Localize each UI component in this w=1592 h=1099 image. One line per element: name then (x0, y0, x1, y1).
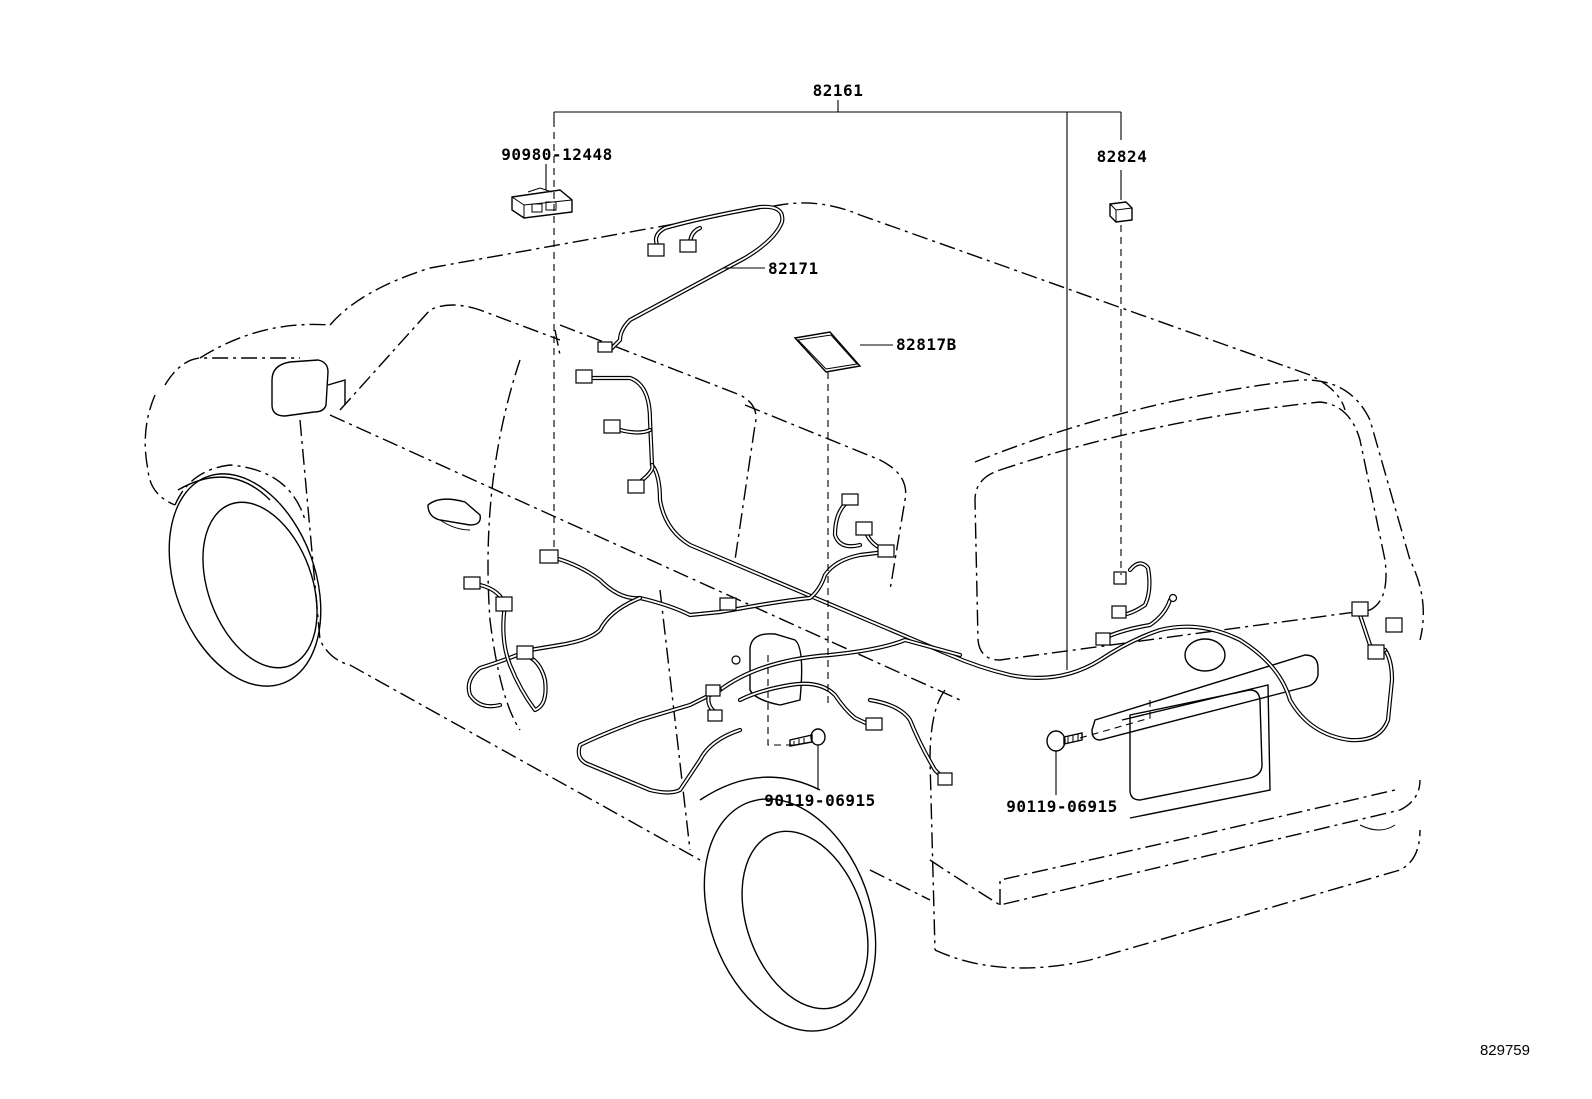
front-wheel (168, 473, 322, 687)
callout-82817B: 82817B (896, 335, 957, 354)
harness-connectors (463, 239, 1403, 786)
rear-wheel (699, 776, 877, 1032)
rear-plate-area (1091, 638, 1396, 831)
callout-90980-12448: 90980-12448 (501, 145, 612, 164)
callout-82171: 82171 (768, 259, 819, 278)
side-mirror (271, 359, 346, 417)
figure-number: 829759 (1480, 1042, 1530, 1059)
fuel-lid (749, 633, 803, 706)
leader-lines (545, 100, 1151, 795)
harness-wires (466, 204, 1395, 795)
bolt-rear-part (1046, 730, 1083, 752)
bolt-center-part (789, 728, 826, 747)
label-plate-part (793, 331, 862, 373)
callout-90119-06915-rear: 90119-06915 (1006, 797, 1117, 816)
connector-part (1109, 201, 1133, 223)
callout-90119-06915-center: 90119-06915 (764, 791, 875, 810)
callout-82161: 82161 (813, 81, 864, 100)
clamp-part (511, 187, 573, 219)
door-handle (427, 498, 481, 531)
callout-82824: 82824 (1097, 147, 1148, 166)
